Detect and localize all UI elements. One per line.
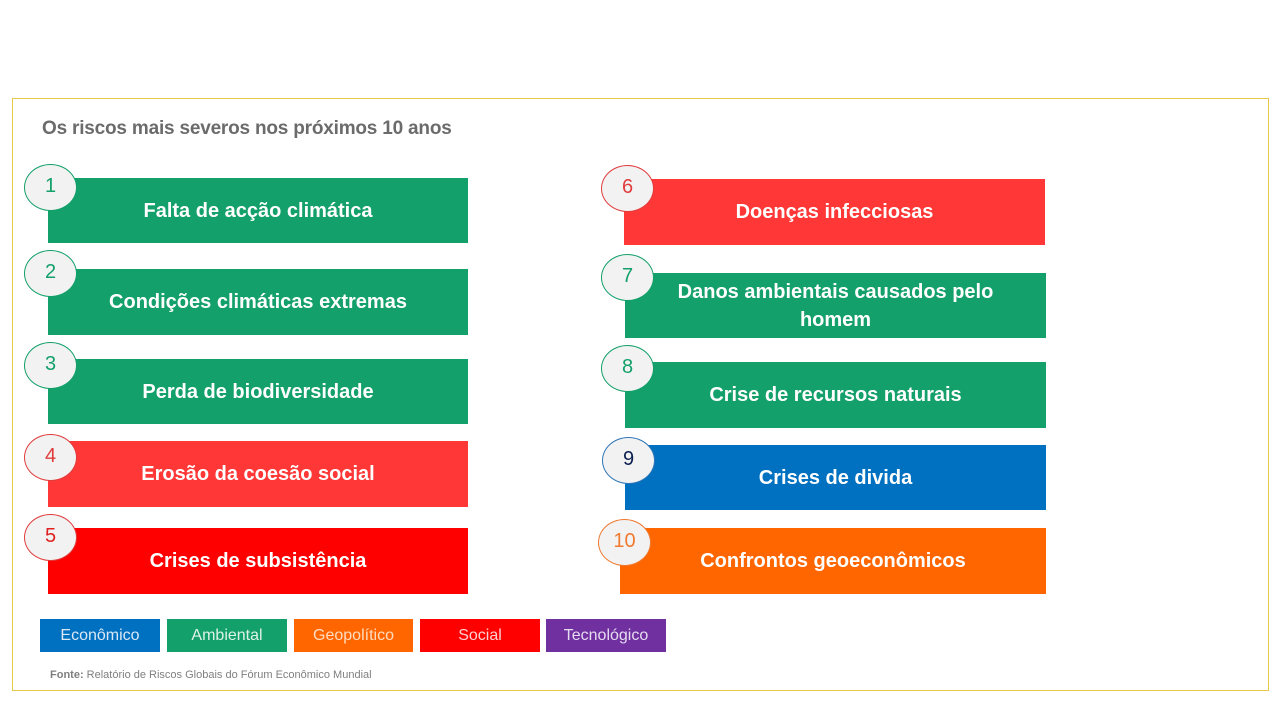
legend-geopolitico: Geopolítico [294, 619, 413, 652]
risk-item-1: Falta de acção climática [48, 178, 468, 243]
rank-badge-6: 6 [601, 165, 654, 212]
risk-item-5: Crises de subsistência [48, 528, 468, 594]
risk-item-4: Erosão da coesão social [48, 441, 468, 507]
legend-economico: Econômico [40, 619, 160, 652]
risk-item-8: Crise de recursos naturais [625, 362, 1046, 428]
legend-social: Social [420, 619, 540, 652]
rank-badge-2: 2 [24, 250, 77, 297]
risk-label: Condições climáticas extremas [109, 291, 407, 313]
rank-badge-4: 4 [24, 434, 77, 481]
risk-label: Perda de biodiversidade [142, 380, 374, 403]
rank-badge-8: 8 [601, 345, 654, 392]
source-text: Relatório de Riscos Globais do Fórum Eco… [83, 669, 372, 681]
risk-label: Crise de recursos naturais [709, 384, 962, 406]
source-note: Fonte: Relatório de Riscos Globais do Fó… [50, 669, 372, 681]
rank-badge-3: 3 [24, 342, 77, 389]
risk-item-10: Confrontos geoeconômicos [620, 528, 1046, 594]
risk-label: Danos ambientais causados pelo homem [677, 280, 994, 331]
risk-label: Confrontos geoeconômicos [700, 550, 966, 572]
rank-badge-5: 5 [24, 514, 77, 561]
rank-badge-9: 9 [602, 437, 655, 484]
rank-badge-10: 10 [598, 519, 651, 566]
risk-label: Crises de subsistência [149, 550, 367, 572]
risk-label: Doenças infecciosas [735, 201, 934, 223]
legend-ambiental: Ambiental [167, 619, 287, 652]
risk-label: Crises de divida [758, 466, 913, 489]
rank-badge-7: 7 [601, 254, 654, 301]
risk-item-6: Doenças infecciosas [624, 179, 1045, 245]
page-title: Os riscos mais severos nos próximos 10 a… [42, 118, 452, 139]
risk-item-7: Danos ambientais causados pelo homem [625, 273, 1046, 338]
risk-label: Erosão da coesão social [141, 463, 375, 485]
risk-item-9: Crises de divida [625, 445, 1046, 510]
source-prefix: Fonte: [50, 669, 84, 681]
risk-item-2: Condições climáticas extremas [48, 269, 468, 335]
risk-label: Falta de acção climática [143, 199, 373, 222]
risk-item-3: Perda de biodiversidade [48, 359, 468, 424]
rank-badge-1: 1 [24, 164, 77, 211]
legend-tecnologico: Tecnológico [546, 619, 666, 652]
